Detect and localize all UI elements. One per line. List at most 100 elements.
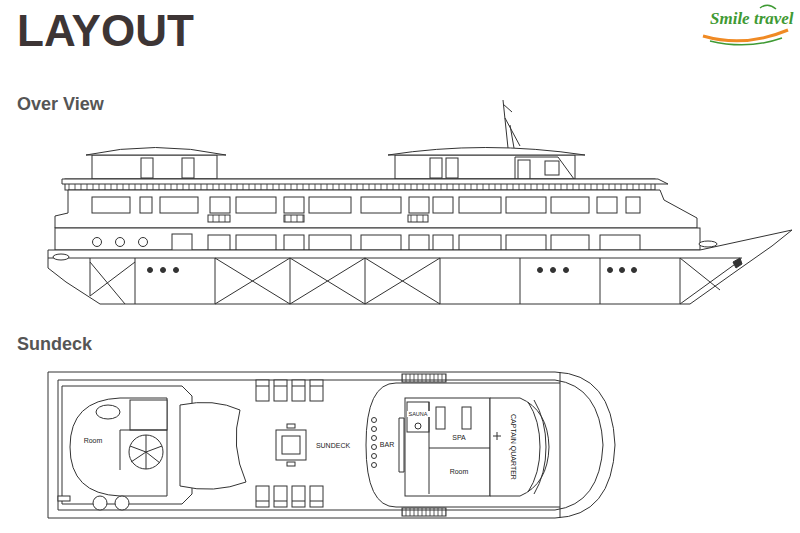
sundeck-plan xyxy=(310,486,323,507)
side-view xyxy=(160,197,198,213)
side-view xyxy=(506,197,546,213)
side-view xyxy=(365,258,440,304)
side-view xyxy=(365,258,440,304)
side-view xyxy=(409,235,429,250)
section-heading: Sundeck xyxy=(17,334,92,355)
side-view xyxy=(433,197,453,213)
section-heading: Over View xyxy=(17,94,104,115)
side-view xyxy=(290,258,365,304)
sundeck-plan xyxy=(58,496,70,501)
sundeck-plan xyxy=(372,454,377,459)
side-view xyxy=(93,238,102,247)
sundeck-plan xyxy=(497,432,498,440)
side-view xyxy=(116,238,125,247)
sundeck-plan xyxy=(287,424,295,428)
sundeck-plan xyxy=(310,501,323,502)
sundeck-plan xyxy=(560,372,561,518)
side-view xyxy=(86,148,226,156)
side-view xyxy=(388,148,585,156)
side-view xyxy=(680,258,720,290)
side-view xyxy=(141,158,153,178)
room-name: SUNDECK xyxy=(314,442,352,450)
side-view xyxy=(632,268,637,273)
sundeck-plan xyxy=(292,501,305,502)
logo-swoosh xyxy=(710,38,782,45)
sundeck-plan xyxy=(402,374,446,382)
side-view xyxy=(236,235,276,250)
side-view xyxy=(600,235,640,250)
sundeck-plan xyxy=(58,380,603,510)
side-view xyxy=(90,258,91,296)
side-view xyxy=(361,197,401,213)
room-name: SPA xyxy=(450,434,468,442)
sundeck-plan xyxy=(146,452,160,463)
sundeck-plan xyxy=(130,446,146,452)
sundeck-plan xyxy=(534,400,546,494)
sundeck-plan xyxy=(292,386,305,387)
room-name: CAPTAIN QUARTER xyxy=(509,413,517,481)
sundeck-plan xyxy=(70,398,167,496)
side-view xyxy=(48,230,792,304)
side-view xyxy=(92,155,217,179)
side-view xyxy=(284,197,304,213)
side-view xyxy=(48,258,742,259)
sundeck-plan xyxy=(146,435,147,452)
side-view xyxy=(446,158,458,178)
sundeck-plan xyxy=(96,405,120,419)
sundeck-plan xyxy=(120,430,167,431)
side-view xyxy=(135,258,136,304)
side-view xyxy=(433,235,453,250)
sundeck-plan xyxy=(415,423,421,429)
logo-swoosh xyxy=(760,5,776,9)
side-view xyxy=(408,215,428,222)
side-view xyxy=(55,190,697,228)
side-view xyxy=(215,258,290,304)
sundeck-plan xyxy=(93,496,107,510)
sundeck-plan xyxy=(372,436,377,441)
sundeck-plan xyxy=(462,407,471,429)
side-view xyxy=(210,197,230,213)
sundeck-plan xyxy=(405,398,490,496)
side-view xyxy=(564,268,569,273)
side-view xyxy=(520,258,521,304)
side-view xyxy=(608,268,613,273)
side-view xyxy=(430,158,442,178)
side-view xyxy=(236,197,276,213)
side-view xyxy=(395,155,575,179)
side-view xyxy=(48,100,792,304)
sundeck-plan xyxy=(48,372,615,518)
side-view xyxy=(208,215,230,222)
side-view xyxy=(148,268,153,273)
side-view xyxy=(53,254,69,260)
side-view xyxy=(506,235,546,250)
side-view xyxy=(361,235,401,250)
side-view xyxy=(518,160,530,179)
page-title: LAYOUT xyxy=(17,6,194,56)
sundeck-plan xyxy=(274,486,287,507)
side-view xyxy=(459,197,501,213)
sundeck-plan xyxy=(129,435,163,469)
sundeck-plan xyxy=(180,402,246,489)
side-view xyxy=(551,268,556,273)
sundeck-plan xyxy=(274,501,287,502)
bar-area: BAR xyxy=(378,441,396,450)
room-name: Room xyxy=(448,468,471,476)
sundeck-plan xyxy=(436,407,445,429)
sundeck-plan xyxy=(402,508,446,516)
side-view xyxy=(459,235,501,250)
room-area: Room xyxy=(448,468,471,477)
side-view xyxy=(90,262,135,296)
side-view xyxy=(620,268,625,273)
side-view xyxy=(680,262,738,304)
logo-swoosh xyxy=(703,30,788,41)
sundeck-plan xyxy=(282,436,300,454)
side-view xyxy=(545,161,559,175)
sundeck-plan xyxy=(256,486,269,507)
sundeck-plan xyxy=(256,501,269,502)
sundeck-plan xyxy=(399,418,404,472)
side-view xyxy=(309,197,351,213)
side-view xyxy=(597,197,617,213)
side-view xyxy=(440,258,441,304)
sundeck-plan xyxy=(256,386,269,387)
